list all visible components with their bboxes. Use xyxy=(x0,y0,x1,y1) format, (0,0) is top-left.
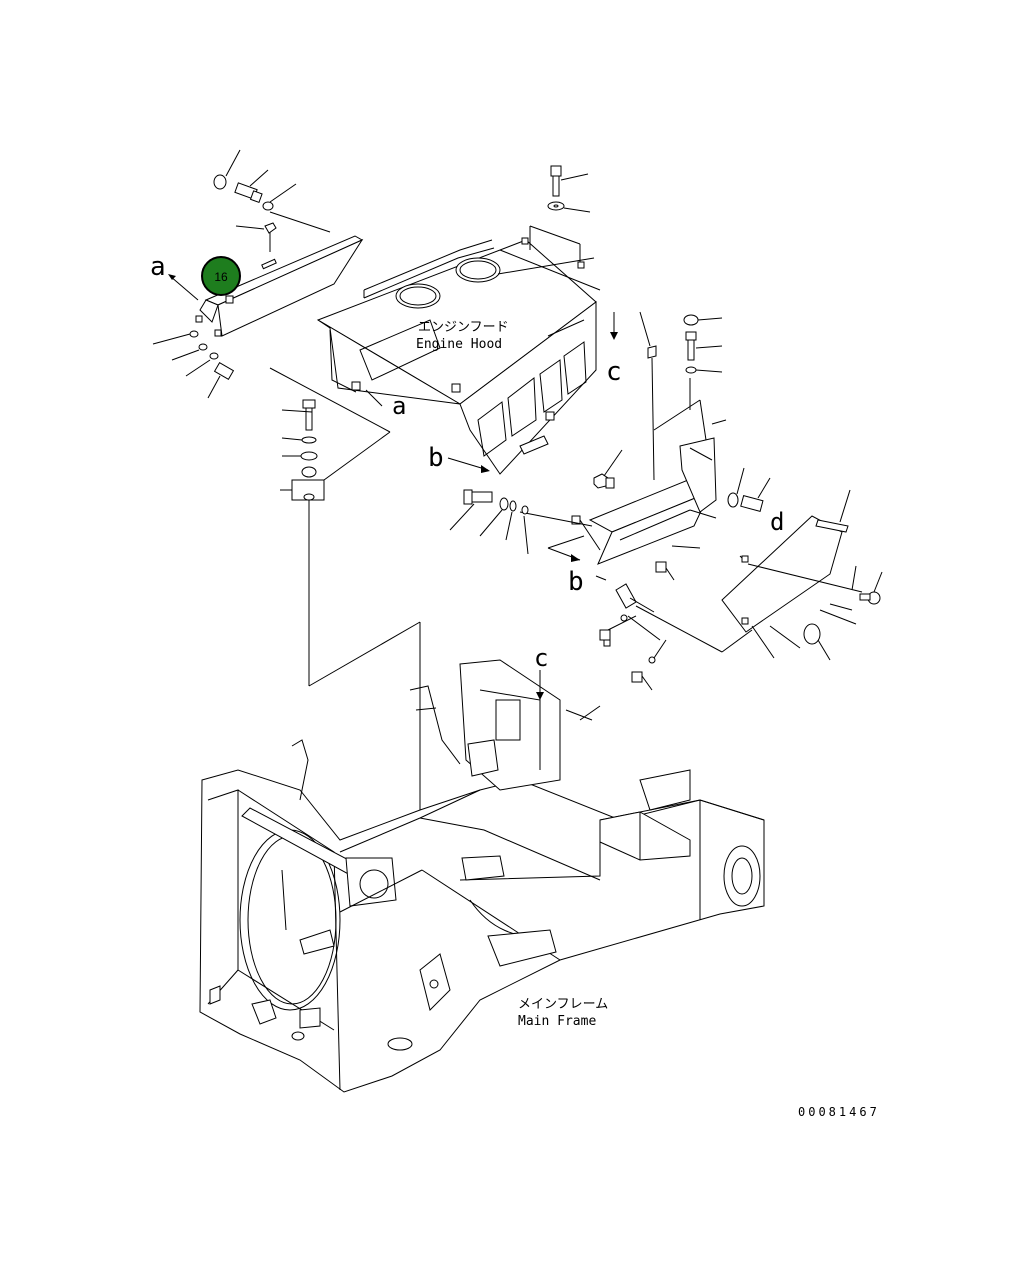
bracket-bolt-set xyxy=(449,489,529,555)
view-label-b-hood: b xyxy=(428,443,444,473)
main-frame-label-jp: メインフレーム xyxy=(518,997,608,1012)
right-top-fasteners xyxy=(639,311,723,481)
engine-hood-label-jp: エンジンフード xyxy=(418,320,509,335)
center-fastener-stack xyxy=(269,367,421,810)
view-label-a-hood: a xyxy=(392,392,406,420)
hood-top-fasteners xyxy=(529,165,591,262)
view-label-b-cover: b xyxy=(568,567,584,597)
main-frame: c メインフレーム Main Frame xyxy=(199,644,765,1093)
lower-small-bolts xyxy=(599,614,667,691)
svg-text:16: 16 xyxy=(214,270,228,284)
drawing-number: 00081467 xyxy=(798,1105,880,1119)
view-label-d-bracket: d xyxy=(770,508,784,536)
view-label-c-frame: c xyxy=(534,644,548,672)
hood-side-bracket-assembly xyxy=(152,149,364,399)
view-label-c-hood: c xyxy=(606,357,622,387)
main-frame-label-en: Main Frame xyxy=(518,1014,596,1029)
callout-16[interactable]: 16 xyxy=(201,256,241,296)
view-label-a-top: a xyxy=(150,252,166,282)
right-cover-plate xyxy=(635,489,883,661)
engine-hood: エンジンフード Engine Hood a b c xyxy=(316,237,622,475)
right-cover-bracket: b xyxy=(519,419,771,613)
engine-hood-label-en: Engine Hood xyxy=(416,337,502,352)
